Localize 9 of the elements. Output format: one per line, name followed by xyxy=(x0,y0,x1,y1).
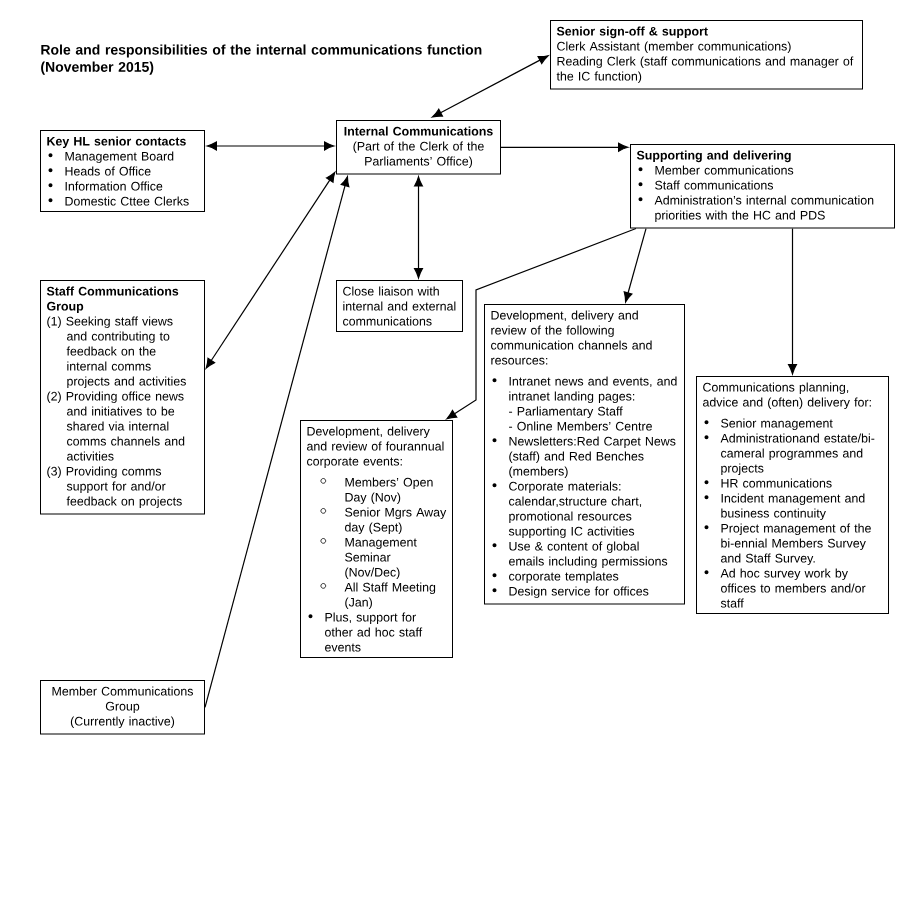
arrow xyxy=(414,176,423,279)
arrow xyxy=(446,227,637,420)
arrow xyxy=(206,141,335,151)
arrow xyxy=(500,142,629,152)
arrow xyxy=(623,227,647,303)
arrow xyxy=(204,176,350,708)
arrow xyxy=(431,55,549,118)
arrow xyxy=(205,171,336,369)
arrow xyxy=(788,227,797,375)
